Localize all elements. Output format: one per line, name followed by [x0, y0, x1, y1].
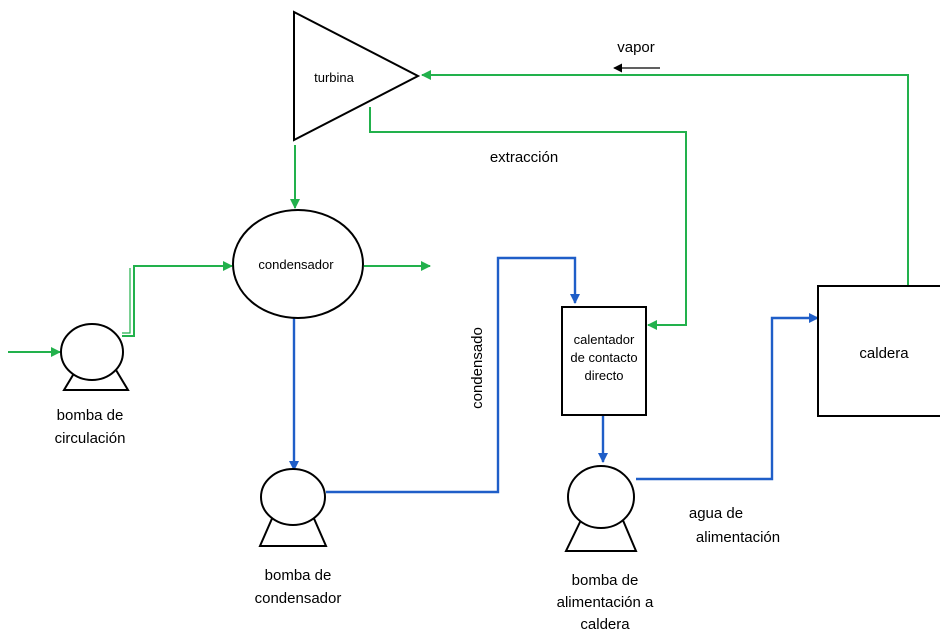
condenser-label: condensador	[258, 257, 334, 272]
circulation-line	[122, 261, 233, 337]
feedwater-line	[636, 313, 819, 481]
steam-line	[421, 70, 909, 285]
feed-pump-icon	[564, 465, 638, 552]
circulation-pump-label-line2: circulación	[55, 430, 126, 447]
circulation-pump-icon	[60, 323, 130, 391]
condensate-line	[326, 256, 580, 494]
extraction-label: extracción	[490, 149, 558, 166]
condenser-pump-icon	[258, 468, 328, 547]
turbine-shape	[293, 10, 421, 142]
boiler-label: caldera	[859, 345, 909, 362]
heater-shape	[561, 306, 647, 416]
condenser-pump-label-line1: bomba de	[265, 567, 332, 584]
feed-pump-label-line3: caldera	[580, 616, 630, 633]
feedwater-label-line2: alimentación	[696, 529, 780, 546]
feedwater-label-line1: agua de	[689, 505, 743, 522]
turbine-label: turbina	[314, 70, 355, 85]
boiler-shape	[817, 285, 940, 417]
condensate-label: condensado	[469, 327, 486, 409]
heater-label-line3: directo	[584, 368, 623, 383]
extraction-line	[369, 107, 687, 330]
condenser-pump-label-line2: condensador	[255, 590, 342, 607]
feed-pump-label-line2: alimentación a	[557, 594, 654, 611]
circulation-line-secondary	[122, 268, 131, 334]
heater-label-line1: calentador	[574, 332, 635, 347]
steam-label: vapor	[617, 39, 655, 56]
circulation-pump-label-line1: bomba de	[57, 407, 124, 424]
condenser-shape	[232, 209, 364, 319]
feed-pump-label-line1: bomba de	[572, 572, 639, 589]
heater-label-line2: de contacto	[570, 350, 637, 365]
